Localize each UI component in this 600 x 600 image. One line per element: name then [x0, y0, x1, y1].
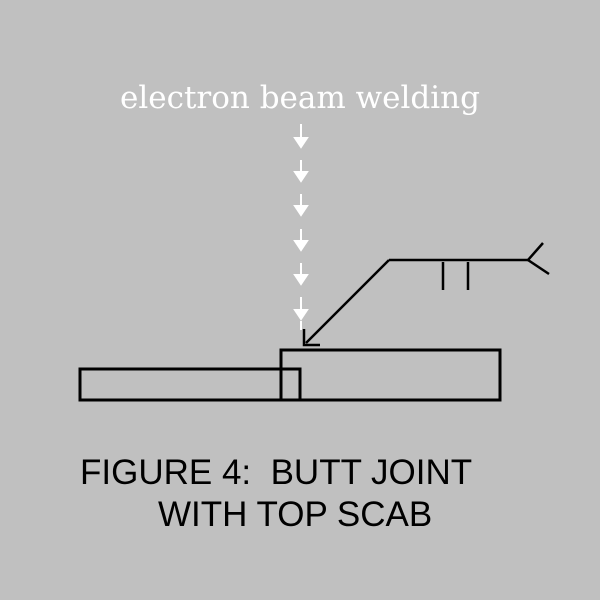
beam-arrow-4 — [293, 229, 309, 252]
right-plate-with-scab — [279, 348, 502, 402]
electron-beam-arrows — [293, 124, 309, 330]
beam-label: electron beam welding — [119, 80, 480, 116]
beam-arrow-1 — [293, 124, 309, 149]
beam-arrow-6 — [293, 297, 309, 321]
beam-arrow-3 — [293, 194, 309, 217]
caption-line-2: WITH TOP SCAB — [158, 495, 433, 534]
leader-line — [305, 259, 390, 344]
caption-line-1: FIGURE 4: BUTT JOINT — [80, 453, 473, 492]
welding-symbol — [302, 242, 550, 347]
plates — [78, 348, 502, 402]
symbol-tail — [526, 242, 550, 276]
leader-arrowhead — [302, 329, 320, 347]
left-plate — [78, 367, 302, 402]
beam-arrow-5 — [293, 263, 309, 286]
beam-arrow-2 — [293, 160, 309, 183]
